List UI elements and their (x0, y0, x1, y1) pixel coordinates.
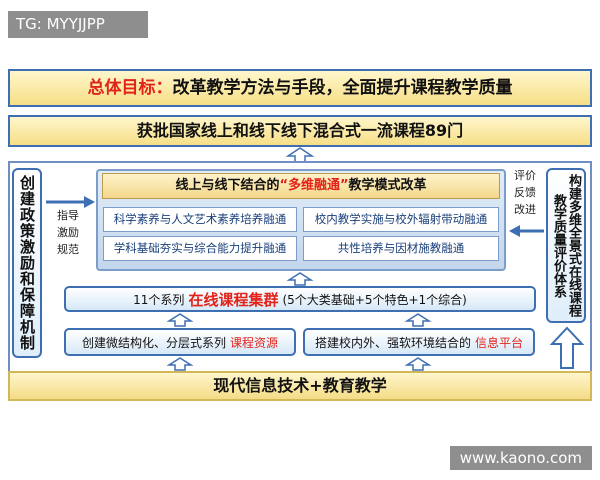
platform-text: 搭建校内外、强软环境结合的 (314, 335, 471, 350)
up-arrow-icon (166, 357, 194, 371)
integration-cell: 校内教学实施与校外辐射带动融通 (303, 207, 499, 232)
up-arrow-icon (404, 357, 432, 371)
up-arrow-icon (286, 272, 314, 286)
integration-cell: 共性培养与因材施教融通 (303, 236, 499, 261)
guidance-label: 指导 激励 规范 (57, 209, 79, 256)
goal-prefix: 总体目标： (87, 78, 173, 98)
big-up-arrow-icon (550, 326, 584, 369)
series-count: 11个系列 (133, 292, 185, 307)
policy-mechanism-box: 创建政策激励和保障机制 (12, 168, 42, 358)
series-composition: (5个大类基础+5个特色+1个综合) (282, 292, 467, 307)
integration-cell: 科学素养与人文艺术素养培养融通 (103, 207, 297, 232)
up-arrow-icon (404, 313, 432, 327)
up-arrow-icon (166, 313, 194, 327)
series-cluster-title: 在线课程集群 (188, 290, 279, 309)
core-reform-title: 线上与线下结合的“多维融通”教学模式改革 (102, 173, 500, 199)
resources-highlight: 课程资源 (230, 335, 279, 350)
watermark-top: TG: MYYJJPP (8, 11, 148, 38)
course-resources-box: 创建微结构化、分层式系列课程资源 (64, 328, 296, 356)
foundation-bar: 现代信息技术+教育教学 (8, 371, 592, 401)
resources-text: 创建微结构化、分层式系列 (81, 335, 226, 350)
watermark-bottom: www.kaono.com (449, 446, 592, 470)
approved-courses-bar: 获批国家线上和线下线下混合式一流课程89门 (8, 115, 592, 147)
left-arrow-icon (509, 225, 544, 237)
core-title-highlight: “多维融通” (279, 178, 349, 193)
goal-text: 改革教学方法与手段，全面提升课程教学质量 (172, 78, 513, 98)
platform-highlight: 信息平台 (475, 335, 524, 350)
quality-evaluation-box: 构建多维全景式在线课程教学质量评价体系 (546, 168, 586, 323)
integration-cell: 学科基础夯实与综合能力提升融通 (103, 236, 297, 261)
feedback-label: 评价 反馈 改进 (514, 169, 536, 216)
core-title-post: 教学模式改革 (348, 178, 427, 193)
course-cluster-box: 11个系列 在线课程集群 (5个大类基础+5个特色+1个综合) (64, 286, 536, 312)
core-title-pre: 线上与线下结合的 (175, 178, 280, 193)
overall-goal-bar: 总体目标：改革教学方法与手段，全面提升课程教学质量 (8, 69, 592, 107)
right-arrow-icon (46, 196, 95, 208)
info-platform-box: 搭建校内外、强软环境结合的信息平台 (303, 328, 535, 356)
